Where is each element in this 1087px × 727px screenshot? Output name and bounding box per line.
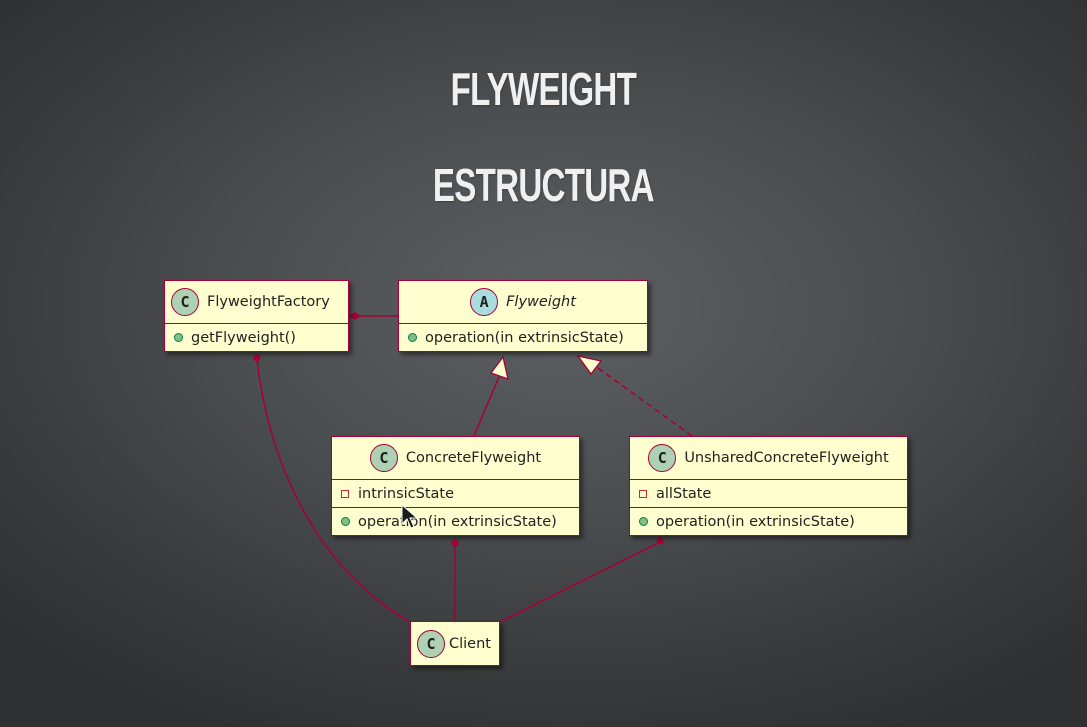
private-field-icon <box>341 489 349 498</box>
method-label: operation(in extrinsicState) <box>656 513 855 530</box>
relation-unshared-flyweight <box>597 367 693 437</box>
assoc-end-factory <box>253 354 261 362</box>
field-label: allState <box>656 485 712 502</box>
inheritance-arrow-concrete <box>489 355 509 381</box>
method-label: operation(in extrinsicState) <box>425 329 624 346</box>
class-name: UnsharedConcreteFlyweight <box>684 450 889 466</box>
slide-title: FLYWEIGHT <box>450 63 637 115</box>
public-method-icon <box>174 333 183 342</box>
assoc-end-unshared <box>656 537 664 545</box>
class-name: Flyweight <box>506 294 576 310</box>
class-stereotype-icon: C <box>648 444 677 472</box>
class-client: C Client <box>410 621 500 666</box>
class-name: Client <box>449 635 491 652</box>
relation-client-unshared <box>499 542 659 623</box>
relation-concrete-flyweight <box>473 376 500 437</box>
slide-subtitle: ESTRUCTURA <box>432 159 655 211</box>
private-field-icon <box>639 489 647 498</box>
class-unshared-concrete-flyweight: C UnsharedConcreteFlyweight allState ope… <box>629 436 908 536</box>
public-method-icon <box>639 517 648 526</box>
inheritance-arrow-unshared <box>576 355 603 376</box>
class-flyweight: A Flyweight operation(in extrinsicState) <box>398 280 648 352</box>
class-flyweight-factory: C FlyweightFactory getFlyweight() <box>164 280 349 352</box>
class-name: FlyweightFactory <box>207 294 330 310</box>
aggregation-diamond <box>349 312 361 320</box>
abstract-stereotype-icon: A <box>470 288 499 316</box>
field-label: intrinsicState <box>358 485 455 502</box>
class-stereotype-icon: C <box>369 444 398 472</box>
class-name: ConcreteFlyweight <box>405 450 542 466</box>
public-method-icon <box>408 333 417 342</box>
class-stereotype-icon: C <box>171 288 199 316</box>
method-label: getFlyweight() <box>191 329 296 346</box>
class-stereotype-icon: C <box>417 629 445 658</box>
method-label: operation(in extrinsicState) <box>358 513 557 530</box>
public-method-icon <box>341 517 350 526</box>
class-concrete-flyweight: C ConcreteFlyweight intrinsicState opera… <box>331 436 580 536</box>
assoc-end-concrete <box>451 539 459 547</box>
relation-client-factory <box>256 359 411 623</box>
mouse-pointer-icon <box>401 504 419 529</box>
